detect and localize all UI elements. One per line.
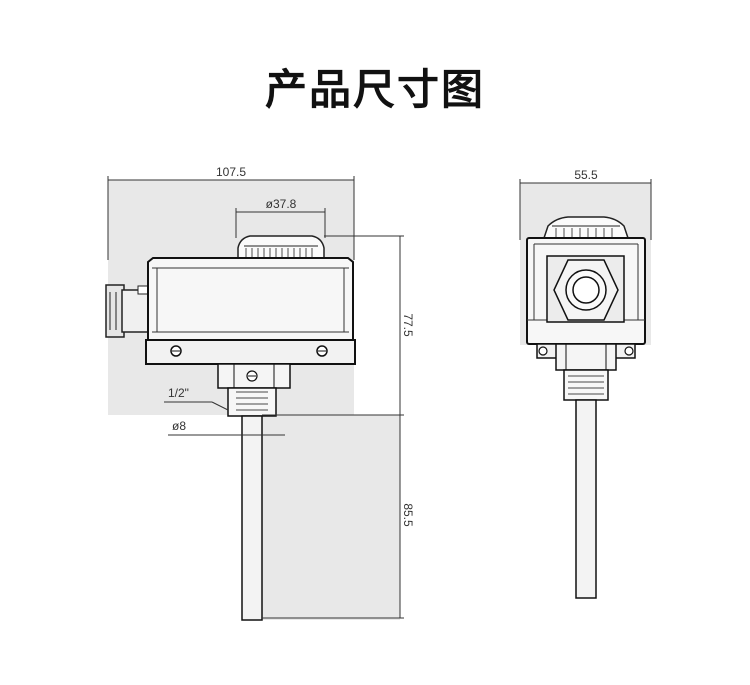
- side-width-dimension: 55.5: [519, 168, 652, 240]
- side-dial-cap: [542, 216, 630, 239]
- dial-diameter-dimension: ø37.8: [235, 197, 326, 238]
- upper-height-label: 77.5: [401, 313, 415, 337]
- side-probe-rod: [575, 399, 597, 599]
- front-view: 107.5 ø37.8: [105, 165, 415, 621]
- dial-diameter-label: ø37.8: [266, 197, 297, 211]
- lower-height-label: 85.5: [401, 503, 415, 527]
- main-housing: [145, 257, 356, 365]
- side-width-label: 55.5: [574, 168, 598, 182]
- probe-diameter-callout: ø8: [168, 419, 285, 436]
- side-housing: [526, 237, 646, 345]
- height-dimensions: 77.5 85.5: [262, 235, 415, 619]
- threaded-fitting: [217, 363, 291, 417]
- page-title: 产品尺寸图: [264, 65, 485, 114]
- probe-rod: [241, 415, 263, 621]
- dial-cap: [237, 235, 325, 259]
- width-dimension: 107.5: [107, 165, 355, 260]
- thread-callout: 1/2": [164, 386, 229, 411]
- side-bracket: [536, 343, 636, 401]
- thread-label: 1/2": [168, 386, 189, 400]
- width-label: 107.5: [216, 165, 246, 179]
- probe-diameter-label: ø8: [172, 419, 186, 433]
- front-lower-panel: [262, 415, 400, 620]
- side-view: 55.5: [519, 168, 652, 599]
